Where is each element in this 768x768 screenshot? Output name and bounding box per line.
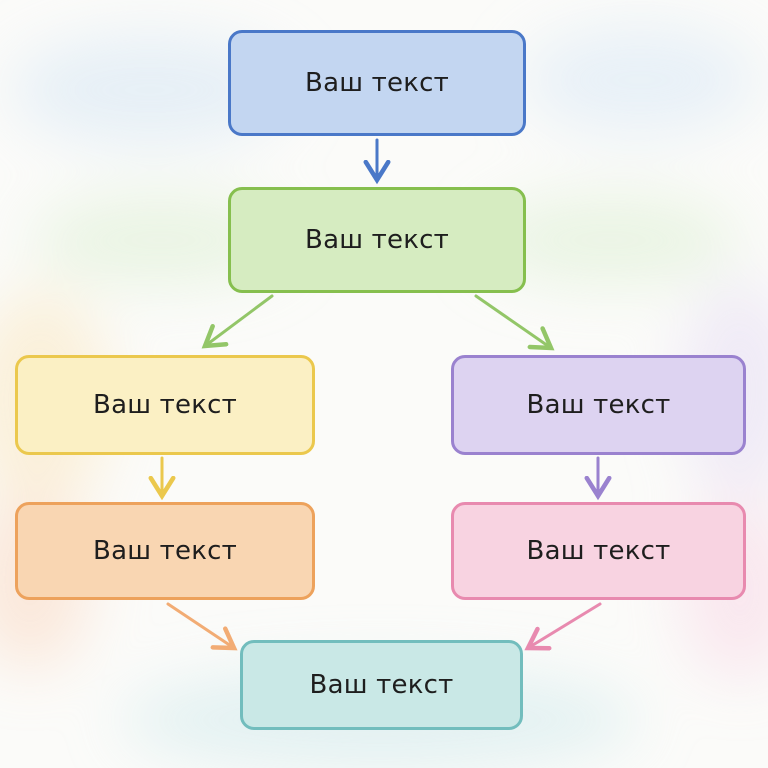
node-label: Ваш текст <box>93 390 237 420</box>
node-label: Ваш текст <box>305 68 449 98</box>
node-pink: Ваш текст <box>451 502 746 600</box>
node-label: Ваш текст <box>309 670 454 700</box>
node-purple: Ваш текст <box>451 355 746 455</box>
node-green: Ваш текст <box>228 187 526 293</box>
node-yellow: Ваш текст <box>15 355 315 455</box>
node-label: Ваш текст <box>526 536 671 566</box>
node-teal: Ваш текст <box>240 640 523 730</box>
node-orange: Ваш текст <box>15 502 315 600</box>
node-blue: Ваш текст <box>228 30 526 136</box>
node-label: Ваш текст <box>93 536 237 566</box>
node-label: Ваш текст <box>305 225 449 255</box>
node-label: Ваш текст <box>526 390 671 420</box>
